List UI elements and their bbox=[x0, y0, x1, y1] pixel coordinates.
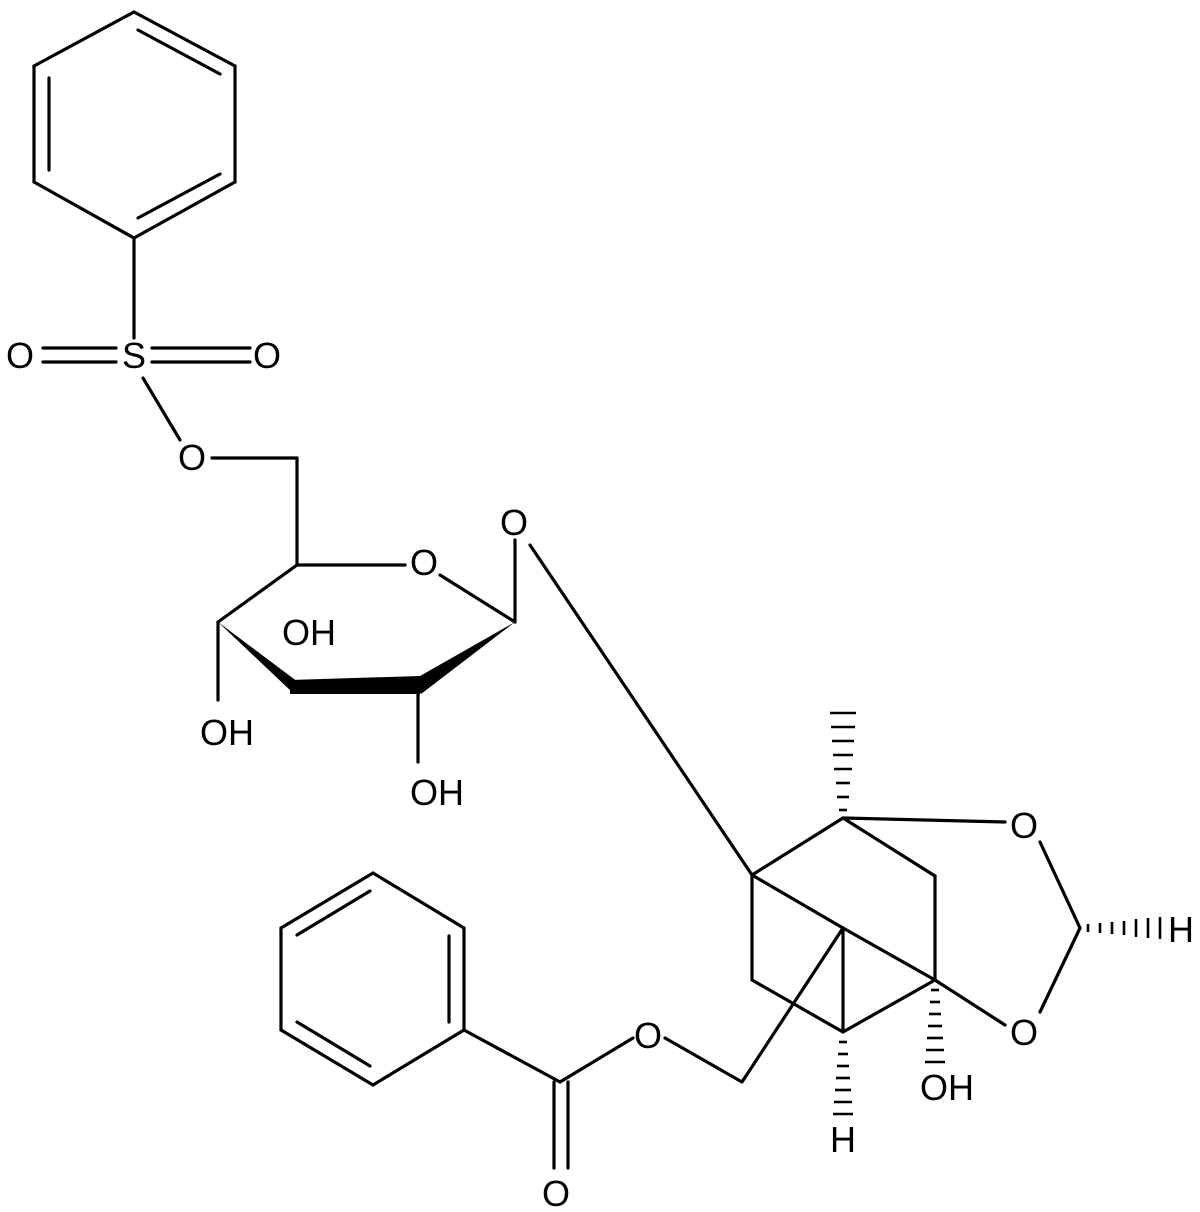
benzenesulfonyl-phenyl-ring bbox=[32, 10, 237, 240]
atom-o-cage-upper: O bbox=[1010, 805, 1038, 846]
hashed-oh bbox=[925, 988, 945, 1064]
hashed-h-right bbox=[1086, 917, 1162, 939]
atom-oh-cage: OH bbox=[920, 1067, 974, 1108]
pyranose-ring bbox=[216, 456, 517, 764]
atom-h-right: H bbox=[1168, 909, 1194, 950]
wedge-bond-c2-c1 bbox=[413, 622, 515, 694]
atom-o-benzoate-ester: O bbox=[634, 1015, 662, 1056]
sulfonyl-group bbox=[41, 236, 299, 460]
wedge-bond-c4-c3 bbox=[218, 622, 298, 692]
atom-oh-c4: OH bbox=[200, 712, 254, 753]
glycosidic-bond bbox=[528, 543, 754, 877]
benzoate-phenyl-ring bbox=[279, 871, 466, 1087]
benzoate-group bbox=[462, 1028, 744, 1170]
atom-oh-c3: OH bbox=[282, 612, 336, 653]
hashed-h-bottom bbox=[833, 1040, 853, 1116]
atom-o-sulfonyl-left: O bbox=[6, 335, 34, 376]
atom-oh-c2: OH bbox=[410, 772, 464, 813]
cage-system bbox=[740, 816, 1082, 1084]
atom-o-glycosidic: O bbox=[500, 502, 528, 543]
atom-o-ring: O bbox=[410, 542, 438, 583]
atom-o-carbonyl: O bbox=[542, 1173, 570, 1212]
hashed-methyl bbox=[830, 711, 856, 812]
atom-sulfur: S bbox=[122, 335, 146, 376]
wedge-bond-c3-c2 bbox=[290, 676, 420, 694]
atom-o-cage-lower: O bbox=[1010, 1012, 1038, 1053]
atom-o-sulfonyl-right: O bbox=[253, 335, 281, 376]
atom-h-bottom: H bbox=[830, 1119, 856, 1160]
atom-o-sulfonate-ester: O bbox=[178, 437, 206, 478]
